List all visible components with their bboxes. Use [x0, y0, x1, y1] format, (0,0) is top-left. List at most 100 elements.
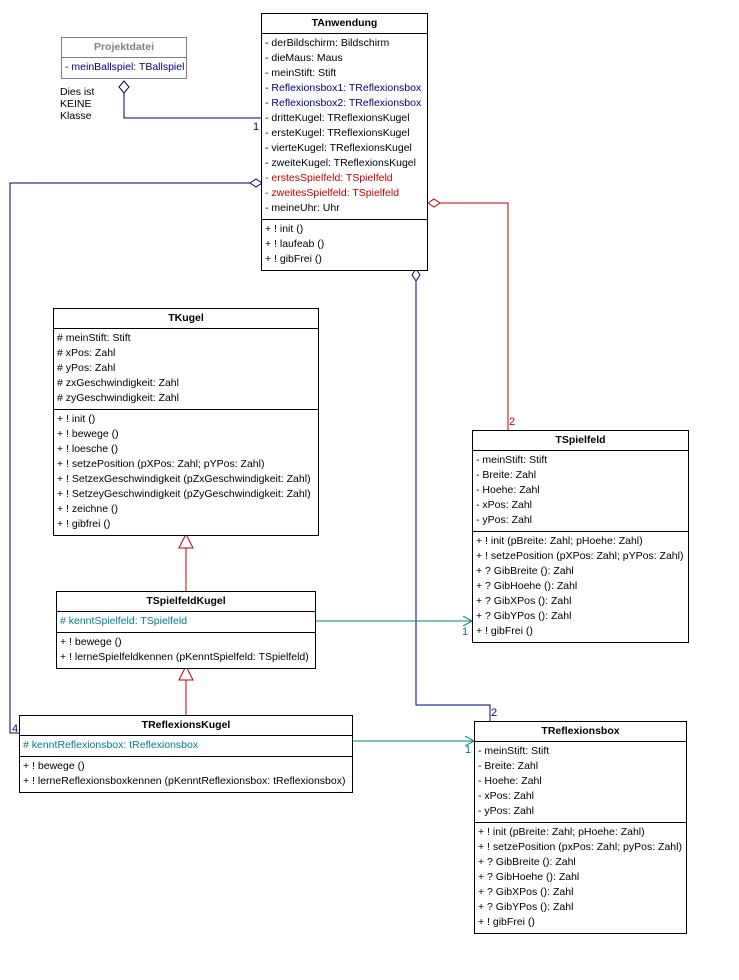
method-row: + ! bewege () — [23, 760, 85, 772]
method-row: + ! lerneReflexionsboxkennen (pKenntRefl… — [23, 775, 346, 787]
multiplicity-anwendung-kugeln: 4 — [12, 723, 19, 735]
attribute-row: - meinStift: Stift — [478, 745, 550, 757]
attribute-row: - zweiteKugel: TReflexionsKugel — [265, 157, 416, 169]
attribute-row: - yPos: Zahl — [478, 805, 535, 817]
class-attributes: - meinStift: Stift - Breite: Zahl - Hoehe:… — [475, 742, 686, 823]
class-treflexionskugel[interactable]: TReflexionsKugel # kenntReflexionsbox: t… — [19, 715, 353, 793]
method-row: + ! setzePosition (pxPos: Zahl; pyPos: Z… — [478, 841, 682, 853]
attribute-row: - meinStift: Stift — [476, 454, 548, 466]
class-treflexionsbox[interactable]: TReflexionsbox - meinStift: Stift - Breit… — [474, 721, 687, 934]
class-methods: + ! init () + ! bewege () + ! loesche () + … — [54, 410, 318, 535]
attribute-row: - Breite: Zahl — [476, 469, 537, 481]
attribute-row: - xPos: Zahl — [476, 499, 533, 511]
class-methods: + ! init () + ! laufeab () + ! gibFrei () — [262, 220, 427, 270]
aggregation-projektdatei-tanwendung — [118, 80, 262, 119]
class-title: TReflexionsbox — [475, 722, 686, 742]
class-tanwendung[interactable]: TAnwendung - derBildschirm: Bildschirm- … — [261, 13, 428, 271]
attribute-row: # kenntSpielfeld: TSpielfeld — [60, 615, 188, 627]
aggregation-tanwendung-treflexionskugel — [9, 178, 263, 734]
attribute-row: - dieMaus: Maus — [265, 52, 343, 64]
method-row: + ! init () — [265, 223, 304, 235]
attribute-row: - Reflexionsbox1: TReflexionsbox — [265, 82, 422, 94]
multiplicity-anwendung-spielfelder: 2 — [509, 416, 516, 428]
multiplicity-reflexionskugel-box: 1 — [465, 744, 472, 756]
class-tspielfeld[interactable]: TSpielfeld - meinStift: Stift - Breite: Z… — [472, 430, 689, 643]
attribute-row: - ersteKugel: TReflexionsKugel — [265, 127, 410, 139]
method-row: + ! setzePosition (pXPos: Zahl; pYPos: Z… — [57, 458, 265, 470]
class-tspielfeldkugel[interactable]: TSpielfeldKugel # kenntSpielfeld: TSpiel… — [56, 591, 316, 669]
method-row: + ? GibHoehe (): Zahl — [476, 580, 578, 592]
class-attributes: - meinStift: Stift - Breite: Zahl - Hoehe:… — [473, 451, 688, 532]
attribute-row: - Reflexionsbox2: TReflexionsbox — [265, 97, 422, 109]
class-title: TReflexionsKugel — [20, 716, 352, 736]
class-projektdatei[interactable]: Projektdatei - meinBallspiel: TBallspiel — [61, 37, 187, 79]
method-row: + ! init (pBreite: Zahl; pHoehe: Zahl) — [478, 826, 645, 838]
method-row: + ? GibXPos (): Zahl — [476, 595, 572, 607]
method-row: + ! gibFrei () — [478, 916, 535, 928]
method-row: + ? GibBreite (): Zahl — [478, 856, 576, 868]
attribute-row: # meinStift: Stift — [57, 332, 131, 344]
aggregation-tanwendung-treflexionsbox — [411, 268, 491, 721]
method-row: + ! gibFrei () — [265, 253, 322, 265]
generalization-treflexionskugel-tspielfeldkugel — [178, 664, 194, 715]
attribute-row: - Hoehe: Zahl — [478, 775, 542, 787]
method-row: + ? GibYPos (): Zahl — [478, 901, 574, 913]
attribute-row: - meineUhr: Uhr — [265, 202, 340, 214]
multiplicity-spielfeldkugel-spielfeld: 1 — [462, 626, 469, 638]
attribute-row: # kenntReflexionsbox: tReflexionsbox — [23, 739, 199, 751]
method-row: + ? GibXPos (): Zahl — [478, 886, 574, 898]
attribute-row: # zyGeschwindigkeit: Zahl — [57, 392, 179, 404]
attribute-row: - dritteKugel: TReflexionsKugel — [265, 112, 410, 124]
attribute-row: - meinStift: Stift — [265, 67, 337, 79]
class-title: TKugel — [54, 309, 318, 329]
generalization-tspielfeldkugel-tkugel — [178, 532, 194, 591]
method-row: + ! init (pBreite: Zahl; pHoehe: Zahl) — [476, 535, 643, 547]
attribute-row: - derBildschirm: Bildschirm — [265, 37, 390, 49]
attribute-row: - yPos: Zahl — [476, 514, 533, 526]
class-title: TSpielfeldKugel — [57, 592, 315, 612]
method-row: + ! SetzeyGeschwindigkeit (pZyGeschwindi… — [57, 488, 311, 500]
note-keine-klasse: Dies ist KEINE Klasse — [60, 86, 95, 122]
attribute-row: - xPos: Zahl — [478, 790, 535, 802]
class-attributes: # meinStift: Stift # xPos: Zahl # yPos: Za… — [54, 329, 318, 410]
class-attributes: # kenntReflexionsbox: tReflexionsbox — [20, 736, 352, 757]
class-methods: + ! bewege () + ! lerneSpielfeldkennen (p… — [57, 633, 315, 668]
class-attributes: # kenntSpielfeld: TSpielfeld — [57, 612, 315, 633]
method-row: + ! loesche () — [57, 443, 118, 455]
class-title: TSpielfeld — [473, 431, 688, 451]
class-methods: + ! bewege () + ! lerneReflexionsboxkenne… — [20, 757, 352, 792]
class-methods: + ! init (pBreite: Zahl; pHoehe: Zahl) + … — [475, 823, 686, 933]
attribute-row: - zweitesSpielfeld: TSpielfeld — [265, 187, 400, 199]
class-methods: + ! init (pBreite: Zahl; pHoehe: Zahl) + … — [473, 532, 688, 642]
multiplicity-projekt-anwendung: 1 — [253, 121, 260, 133]
method-row: + ! lerneSpielfeldkennen (pKenntSpielfel… — [60, 651, 309, 663]
aggregation-tanwendung-tspielfeld — [427, 198, 509, 430]
method-row: + ? GibHoehe (): Zahl — [478, 871, 580, 883]
attribute-row: - Breite: Zahl — [478, 760, 539, 772]
method-row: + ! bewege () — [57, 428, 119, 440]
class-tkugel[interactable]: TKugel # meinStift: Stift # xPos: Zahl # y… — [53, 308, 319, 536]
class-attributes: - meinBallspiel: TBallspiel — [62, 58, 186, 78]
multiplicity-anwendung-boxen: 2 — [491, 707, 498, 719]
attribute-row: # yPos: Zahl — [57, 362, 116, 374]
method-row: + ! gibFrei () — [476, 625, 533, 637]
method-row: + ! zeichne () — [57, 503, 118, 515]
method-row: + ! SetzexGeschwindigkeit (pZxGeschwindi… — [57, 473, 311, 485]
method-row: + ! init () — [57, 413, 96, 425]
attribute-row: - vierteKugel: TReflexionsKugel — [265, 142, 412, 154]
method-row: + ! bewege () — [60, 636, 122, 648]
attribute-row: - erstesSpielfeld: TSpielfeld — [265, 172, 393, 184]
class-attributes: - derBildschirm: Bildschirm - dieMaus: Ma… — [262, 34, 427, 220]
attribute-row: # zxGeschwindigkeit: Zahl — [57, 377, 179, 389]
class-title: TAnwendung — [262, 14, 427, 34]
method-row: + ? GibYPos (): Zahl — [476, 610, 572, 622]
method-row: + ! laufeab () — [265, 238, 325, 250]
attribute-row: # xPos: Zahl — [57, 347, 116, 359]
attribute-row: - Hoehe: Zahl — [476, 484, 540, 496]
attribute-row: - meinBallspiel: TBallspiel — [65, 61, 185, 73]
method-row: + ! setzePosition (pXPos: Zahl; pYPos: Z… — [476, 550, 684, 562]
class-title: Projektdatei — [62, 38, 186, 58]
method-row: + ? GibBreite (): Zahl — [476, 565, 574, 577]
method-row: + ! gibfrei () — [57, 518, 111, 530]
